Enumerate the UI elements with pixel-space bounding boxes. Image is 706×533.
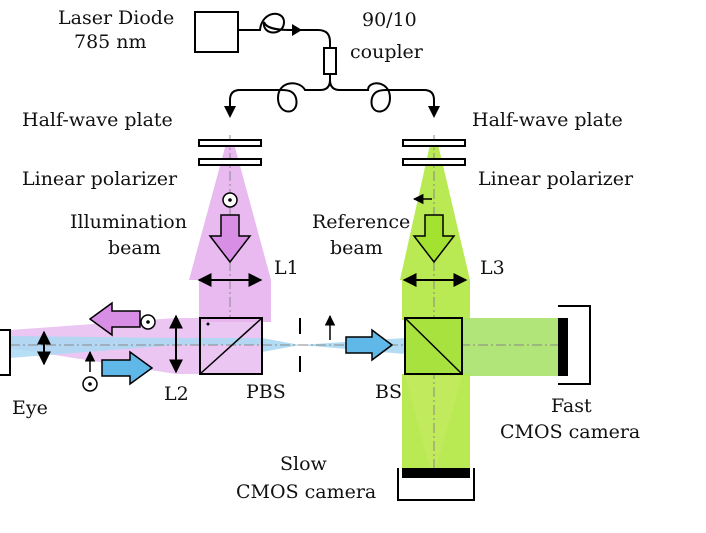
l1-label: L1 xyxy=(274,257,299,279)
beam-to-fast-camera xyxy=(462,318,558,376)
fast-camera-label: Fast xyxy=(551,395,592,417)
right-plates xyxy=(402,139,466,166)
beam-to-slow-camera-inner xyxy=(405,376,462,468)
lp-right-label: Linear polarizer xyxy=(478,168,634,190)
return-arrow-from-eye xyxy=(101,350,154,386)
reference-beam-label: beam xyxy=(330,237,383,259)
l2-label: L2 xyxy=(164,383,189,405)
illumination-beam-label: beam xyxy=(108,237,161,259)
laser-diode-box xyxy=(194,11,239,53)
polarization-out-of-plane-return xyxy=(82,376,98,392)
laser-wavelength-label: 785 nm xyxy=(74,31,147,53)
eye-shape xyxy=(0,329,11,376)
pbs-dot xyxy=(206,322,210,326)
lp-left-label: Linear polarizer xyxy=(22,168,178,190)
reference-label: Reference xyxy=(312,211,410,233)
polarizing-beam-splitter xyxy=(199,317,263,375)
fast-camera xyxy=(558,305,591,385)
illumination-beam-column xyxy=(199,280,271,322)
fiber-coupler-to-right xyxy=(329,79,435,113)
slow-cmos-label: CMOS camera xyxy=(236,481,376,503)
fiber-direction-arrow xyxy=(292,24,302,36)
reference-beam-cone xyxy=(400,140,470,280)
fiber-coupler-to-left xyxy=(229,74,331,113)
illumination-down-arrow xyxy=(208,214,252,264)
fiber-laser-to-coupler xyxy=(238,12,331,48)
fiber-coupler xyxy=(323,47,337,75)
polarization-out-of-plane-eye xyxy=(140,314,156,330)
return-arrow-to-bs xyxy=(345,328,394,362)
hwp-left-label: Half-wave plate xyxy=(22,109,173,131)
reference-down-arrow xyxy=(412,214,456,264)
laser-diode-label: Laser Diode xyxy=(58,7,174,29)
eye-label: Eye xyxy=(12,397,48,419)
coupler-label: coupler xyxy=(350,41,424,63)
left-plates xyxy=(198,139,262,166)
slow-camera xyxy=(397,468,475,501)
fast-cmos-label: CMOS camera xyxy=(500,421,640,443)
left-fiber-arrow xyxy=(224,106,236,118)
illumination-label: Illumination xyxy=(70,211,187,233)
slow-camera-label: Slow xyxy=(280,453,328,475)
right-fiber-arrow xyxy=(428,106,440,118)
illumination-arrow-to-eye xyxy=(88,301,141,337)
polarization-out-of-plane-left xyxy=(222,192,238,208)
pbs-label: PBS xyxy=(246,381,286,403)
reference-beam-column xyxy=(402,280,470,320)
bs-diagonal xyxy=(404,317,463,375)
bs-label: BS xyxy=(375,381,402,403)
l3-label: L3 xyxy=(480,257,505,279)
pbs-diagonal xyxy=(199,317,263,375)
hwp-right-label: Half-wave plate xyxy=(472,109,623,131)
coupler-ratio-label: 90/10 xyxy=(362,9,417,31)
